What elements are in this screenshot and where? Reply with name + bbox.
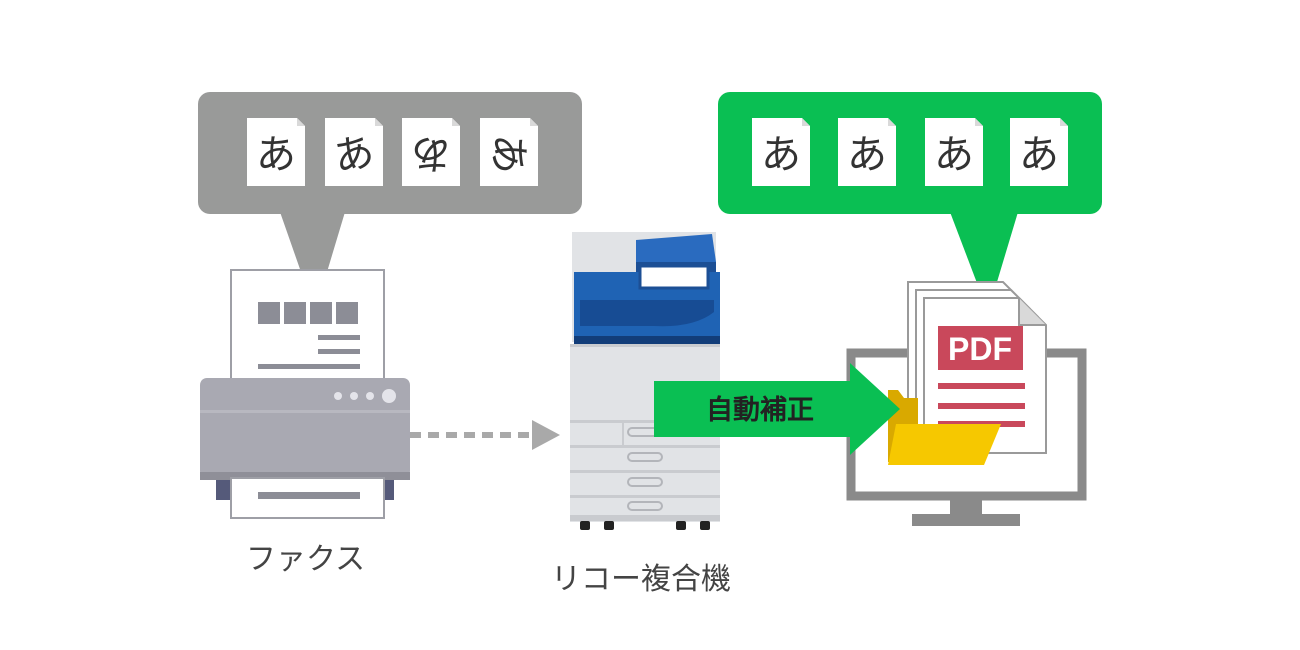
noisy-char-2: あ bbox=[330, 128, 379, 181]
corrected-char-4: あ bbox=[1019, 132, 1059, 178]
corrected-char-card-4: あ bbox=[1010, 118, 1068, 186]
auto-correction-label: 自動補正 bbox=[706, 394, 814, 426]
noisy-char-card-1: あ bbox=[247, 118, 305, 186]
auto-correction-arrow: 自動補正 bbox=[654, 363, 900, 455]
corrected-char-3: あ bbox=[934, 132, 974, 178]
corrected-text-bubble: あ あ あ あ bbox=[718, 92, 1102, 312]
corrected-char-card-1: あ bbox=[752, 118, 810, 186]
noisy-text-bubble: あ あ あ あ bbox=[198, 92, 582, 312]
noisy-char-1: あ bbox=[256, 132, 296, 178]
corrected-char-card-2: あ bbox=[838, 118, 896, 186]
transmission-arrow bbox=[410, 420, 560, 450]
noisy-char-3: あ bbox=[411, 130, 451, 176]
corrected-char-2: あ bbox=[847, 132, 887, 178]
pdf-label: PDF bbox=[948, 331, 1012, 367]
corrected-char-card-3: あ bbox=[925, 118, 983, 186]
noisy-char-4: あ bbox=[485, 134, 531, 174]
fax-machine-icon bbox=[200, 269, 410, 519]
fax-caption: ファクス bbox=[246, 542, 366, 577]
noisy-char-card-2: あ bbox=[325, 118, 383, 186]
corrected-char-1: あ bbox=[761, 132, 801, 178]
noisy-char-card-4: あ bbox=[480, 118, 538, 186]
noisy-char-card-3: あ bbox=[402, 118, 460, 186]
pdf-document-icon: PDF bbox=[907, 281, 1047, 454]
mfp-caption: リコー複合機 bbox=[551, 562, 731, 597]
